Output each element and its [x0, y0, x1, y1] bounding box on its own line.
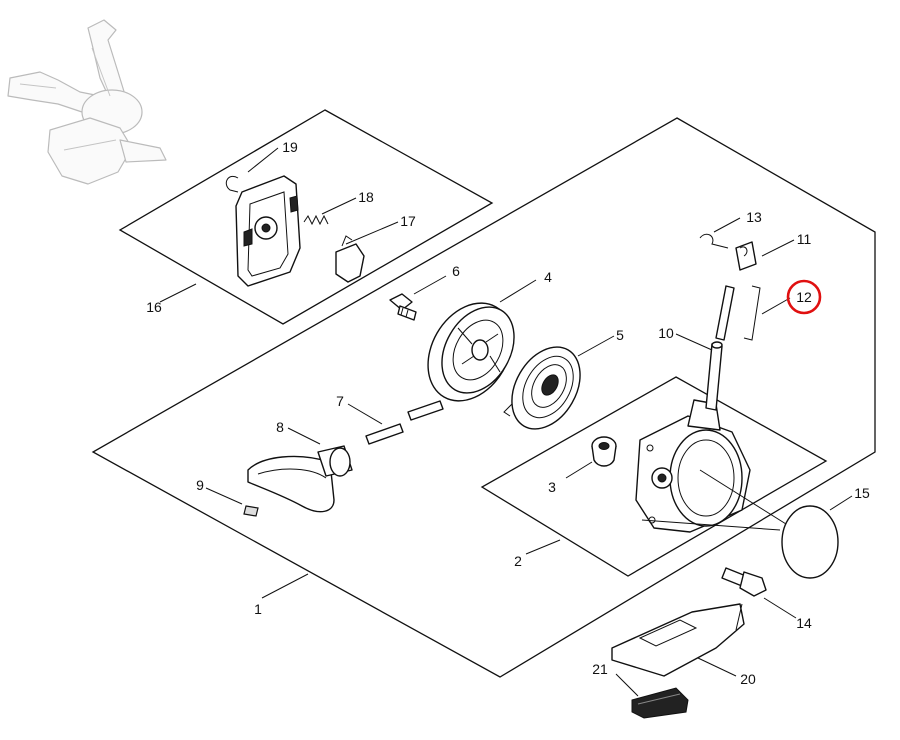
- gasket-part-15: [781, 505, 839, 579]
- highlight-circle-12: [786, 279, 822, 315]
- label-8: 8: [276, 419, 284, 435]
- label-2: 2: [514, 553, 522, 569]
- crankshaft-ghost-illustration: [7, 19, 167, 185]
- label-3: 3: [548, 479, 556, 495]
- starter-housing-part-2: [635, 399, 751, 533]
- label-13: 13: [746, 209, 762, 225]
- wire-pin-part-13: [699, 233, 729, 249]
- label-5: 5: [616, 327, 624, 343]
- label-4: 4: [544, 269, 552, 285]
- pin-part-7: [365, 400, 444, 445]
- spring-part-18: [303, 214, 329, 226]
- pad-part-21: [631, 687, 689, 719]
- label-7: 7: [336, 393, 344, 409]
- frame-1-outline: [91, 117, 876, 678]
- part-labels: 1 2 3 4 5 6 7 8 9 10 11 12 13 14 15 16 1…: [146, 139, 870, 687]
- pawl-part-17: [335, 235, 365, 283]
- tag-part-9: [243, 505, 259, 517]
- bracket-part-20: [611, 603, 745, 677]
- label-17: 17: [400, 213, 416, 229]
- leader-lines: [159, 147, 853, 697]
- label-15: 15: [854, 485, 870, 501]
- label-19: 19: [282, 139, 298, 155]
- label-14: 14: [796, 615, 812, 631]
- label-21: 21: [592, 661, 608, 677]
- clip-part-11: [735, 241, 757, 271]
- bushing-part-3: [591, 436, 617, 467]
- shaft-top: [711, 341, 723, 349]
- pulley-part-4: [427, 302, 515, 402]
- frame-16-outline: [118, 109, 494, 325]
- label-18: 18: [358, 189, 374, 205]
- retainer-clip-part-19: [225, 176, 239, 193]
- cover-plate-part-16: [235, 175, 301, 287]
- label-9: 9: [196, 477, 204, 493]
- spiral-spring-part-5: [503, 346, 581, 430]
- label-12: 12: [796, 289, 812, 305]
- bolt-part-6: [389, 293, 417, 321]
- label-10: 10: [658, 325, 674, 341]
- bolt-part-14: [721, 567, 767, 597]
- frame-2-outline: [480, 376, 828, 577]
- label-6: 6: [452, 263, 460, 279]
- label-20: 20: [740, 671, 756, 687]
- label-11: 11: [797, 231, 812, 247]
- label-1: 1: [254, 601, 262, 617]
- starter-handle-part-8: [247, 445, 353, 513]
- bracket-part-12: [743, 285, 761, 341]
- label-16: 16: [146, 299, 162, 315]
- shaft-part-10: [705, 343, 723, 411]
- rod-part-12: [715, 285, 735, 341]
